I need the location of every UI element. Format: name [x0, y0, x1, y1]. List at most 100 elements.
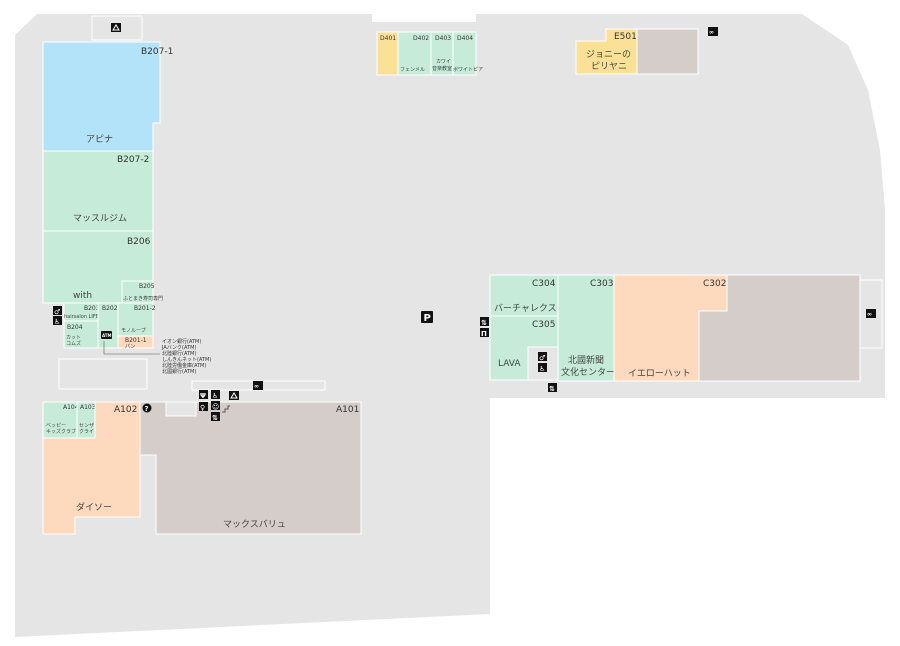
store-a103-code: A103	[80, 404, 96, 411]
atm-badge: ATM	[101, 331, 112, 339]
accessible-icon-a-bg	[211, 390, 220, 399]
corridor-box-left	[58, 358, 148, 390]
store-a104-code: A104	[63, 404, 79, 411]
store-d403-name-line1: カワイ	[436, 59, 451, 65]
entrance-icon-top-glyph	[112, 24, 120, 31]
baby-icon-glyph: ☺	[212, 403, 219, 411]
elevator-icon-c-glyph: ⇅	[549, 385, 555, 393]
store-a103-name-line1: センザ	[79, 423, 94, 429]
store-d401-code: D401	[380, 35, 396, 42]
elevator-icon-c-bg	[548, 383, 557, 392]
store-c303-code: C303	[590, 279, 613, 289]
store-b201-1[interactable]	[117, 335, 154, 349]
restroom-icon-a-bg	[199, 402, 208, 411]
atm-list-item: 北陸銀行(ATM)	[162, 350, 196, 357]
store-c302-name: イエローハット	[628, 369, 691, 379]
bicycle-icon-e-glyph: ∞	[709, 29, 714, 36]
store-b204-code: B204	[67, 324, 83, 331]
store-d402-code: D402	[413, 35, 429, 42]
store-c303[interactable]	[557, 274, 615, 382]
store-b204-name-line2: コムズ	[66, 340, 81, 347]
atm-list-item: しんきんネット(ATM)	[162, 356, 211, 363]
atm-list-item: イオン銀行(ATM)	[162, 338, 201, 345]
store-b203-name: hairsalon LIFE	[64, 314, 99, 320]
bicycle-icon-a-glyph: ∞	[254, 383, 259, 390]
stairs-icon-a-glyph	[222, 405, 230, 413]
store-b207-2-code: B207-2	[117, 155, 149, 165]
bicycle-icon-c: ∞	[866, 309, 876, 318]
atm-badge-text: ATM	[102, 333, 112, 338]
info-icon-glyph: ?	[145, 405, 149, 413]
restroom-icon-b-glyph: ♂	[54, 308, 60, 316]
bicycle-icon-e-bg	[708, 27, 718, 36]
restroom-icon-a: ♀	[199, 402, 208, 412]
store-e501-name-line2: ピリヤニ	[591, 61, 627, 72]
store-a101[interactable]	[139, 401, 362, 535]
store-c305-name: LAVA	[498, 359, 521, 369]
parking-icon-glyph: P	[424, 313, 431, 324]
store-b204[interactable]	[63, 320, 99, 349]
accessible-icon-b: ♿	[53, 316, 62, 326]
accessible-icon-c: ♿	[538, 363, 547, 373]
store-a104-name-line2: キッズクラブ	[46, 428, 76, 435]
store-e501-name: ジョニーの ピリヤニ	[586, 50, 634, 72]
accessible-icon-a-glyph: ♿	[212, 392, 218, 400]
store-a102-name: ダイソー	[76, 501, 112, 513]
info-icon[interactable]: ?	[142, 403, 152, 414]
entrance-icon-top-bg	[111, 23, 121, 32]
store-c303-name: 北國新聞 文化センター	[561, 354, 615, 378]
elevator-icon-a-glyph: ⇅	[212, 414, 218, 422]
elevator-icon-cw-bg	[480, 317, 489, 326]
food-icon-bg	[199, 390, 208, 399]
entrance-icon-a-glyph	[230, 392, 238, 399]
store-d403-name: カワイ 音楽教室	[432, 59, 453, 72]
store-b201-2-name: モノループ	[121, 328, 146, 334]
store-d403-name-line2: 音楽教室	[432, 65, 452, 72]
store-b204-name: カット コムズ	[66, 335, 83, 347]
accessible-icon-b-glyph: ♿	[54, 318, 60, 326]
store-b205-code: B205	[139, 283, 155, 290]
baby-icon-bg	[211, 401, 220, 410]
food-icon: Ψ	[199, 390, 208, 400]
store-d403-code: D403	[435, 35, 451, 42]
stairs-icon-cw-glyph: Π	[481, 330, 487, 338]
restroom-icon-c-glyph: ♂	[539, 354, 545, 362]
store-a101-name: マックスバリュ	[223, 519, 286, 530]
accessible-icon-c-bg	[538, 363, 547, 372]
parking-icon-bg	[421, 311, 433, 323]
store-a101-code: A101	[336, 405, 359, 415]
elevator-icon-c: ⇅	[548, 383, 557, 393]
entrance-icon-top	[111, 23, 121, 32]
c-east-notch	[859, 279, 883, 349]
store-b201-2[interactable]	[117, 302, 154, 337]
store-d404[interactable]	[452, 31, 477, 76]
restroom-icon-a-glyph: ♀	[200, 404, 205, 412]
store-a103-name: センザ クライ	[79, 423, 96, 435]
restroom-icon-c-bg	[538, 352, 547, 361]
store-a104-name: ベッピー キッズクラブ	[46, 423, 76, 435]
store-e501-name-line1: ジョニーの	[586, 50, 631, 60]
restroom-icon-b: ♂	[53, 306, 62, 316]
store-b201-1-name: パン	[125, 344, 135, 350]
store-c302-code: C302	[703, 279, 726, 289]
store-b207-1-code: B207-1	[141, 47, 173, 57]
info-icon-bg	[142, 403, 152, 413]
store-a103-name-line2: クライ	[79, 429, 94, 435]
entrance-icon-a-bg	[229, 391, 239, 400]
baby-icon: ☺	[211, 401, 220, 411]
store-b204-name-line1: カット	[66, 335, 81, 341]
stairs-icon-a	[222, 405, 230, 413]
elevator-icon-cw-glyph: ⇅	[481, 319, 487, 327]
store-d402-name: フェンメル	[400, 67, 425, 73]
bicycle-icon-c-bg	[866, 309, 876, 318]
store-d402[interactable]	[397, 31, 432, 76]
elevator-icon-a-bg	[211, 412, 220, 421]
atm-badge-bg	[101, 331, 112, 339]
store-a104[interactable]	[42, 401, 78, 439]
stairs-icon-cw: Π	[480, 328, 489, 338]
parking-icon[interactable]: P	[421, 311, 433, 324]
store-d404-name: ボワイトピア	[453, 66, 483, 73]
e-block-storage	[636, 28, 699, 75]
store-c304-code: C304	[532, 279, 556, 289]
store-a104-name-line1: ベッピー	[46, 423, 66, 429]
